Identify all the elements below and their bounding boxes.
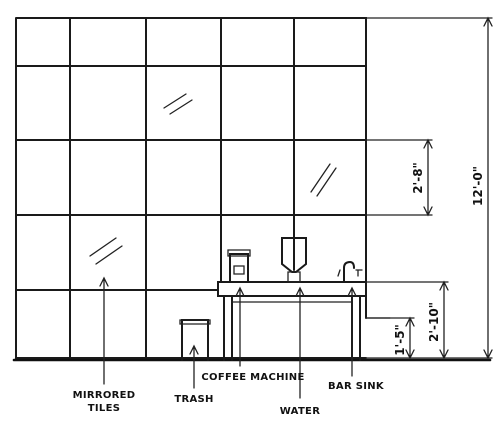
tile-grid-horizontal-lines (15, 65, 367, 291)
tile-grid-lower-right-line (293, 239, 367, 319)
arrow-trash (189, 344, 199, 389)
water-dispenser (281, 237, 307, 283)
arrow-coffee-machine (235, 286, 245, 367)
arrow-bar-sink (347, 286, 357, 377)
dim-line-total-height (365, 16, 493, 360)
coffee-machine (227, 249, 251, 283)
trash-bin (179, 319, 211, 361)
label-bar-sink: BAR SINK (328, 381, 385, 392)
dim-text-trash-height: 1'-5" (393, 324, 407, 356)
coffee-machine-body (229, 253, 249, 283)
coffee-machine-spout (233, 265, 245, 275)
bar-counter (217, 281, 367, 361)
label-water: WATER (280, 406, 320, 417)
faucet-spout (343, 260, 355, 283)
label-coffee-machine: COFFEE MACHINE (201, 372, 304, 383)
trash-bin-lid (179, 319, 211, 325)
label-mirrored-tiles-line2: TILES (88, 403, 120, 414)
tile-grid-vertical-lines (69, 17, 295, 359)
mirror-reflection-mark-2 (310, 163, 337, 197)
dimension-lines (365, 16, 493, 360)
dim-text-tile-panel: 2'-8" (411, 162, 425, 194)
water-dispenser-base (287, 271, 301, 283)
label-mirrored-tiles-line1: MIRRORED (73, 390, 136, 401)
mirror-reflection-mark-1 (163, 93, 193, 115)
arrow-water (295, 286, 305, 399)
dim-text-counter-height: 2'-10" (427, 302, 441, 342)
trash-bin-body (181, 319, 209, 361)
leader-arrows (99, 276, 357, 399)
dim-line-counter-height (365, 280, 449, 360)
dim-line-tile-panel (365, 138, 433, 217)
coffee-machine-top (227, 249, 251, 257)
dim-text-total-height: 12'-0" (471, 166, 485, 206)
mirror-reflection-mark-3 (89, 237, 123, 265)
label-trash: TRASH (174, 394, 213, 405)
bar-sink-faucet (337, 260, 363, 283)
faucet-handles (337, 269, 363, 277)
counter-left-leg (223, 295, 233, 361)
counter-right-leg (351, 295, 361, 361)
counter-top (217, 281, 367, 297)
arrow-mirrored-tiles (99, 276, 109, 385)
mirrored-tile-wall (15, 17, 367, 359)
